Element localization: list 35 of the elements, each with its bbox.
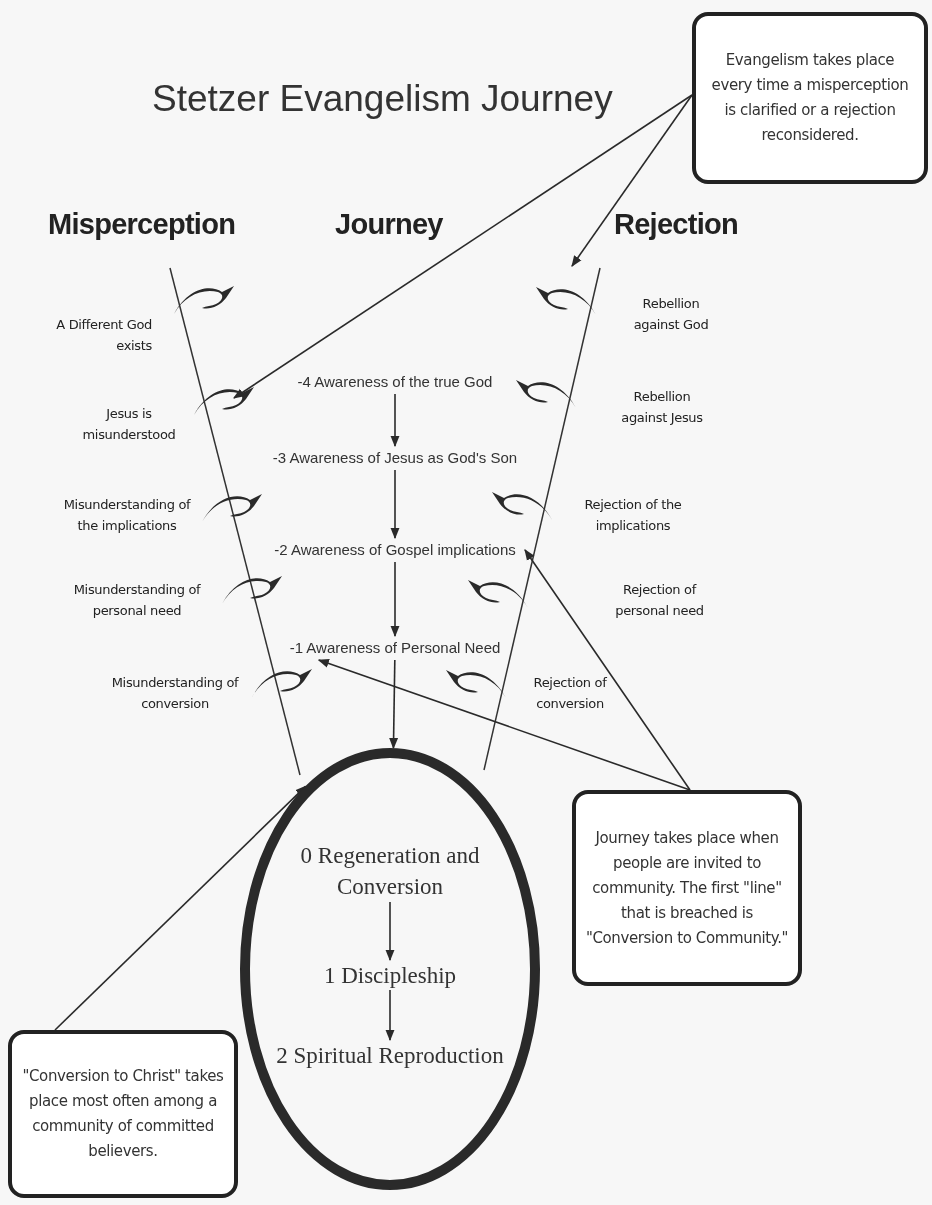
- side-label: Rebellion against Jesus: [620, 388, 704, 427]
- side-label: Misunderstanding of personal need: [72, 581, 202, 620]
- callout-box: "Conversion to Christ" takes place most often among a community of committed believers.: [8, 1030, 238, 1198]
- journey-step: -1 Awareness of Personal Need: [265, 636, 525, 660]
- callout-box: Evangelism takes place every time a misperception is clarified or a rejection reconsidered.: [692, 12, 928, 184]
- leader-arrow: [390, 561, 400, 638]
- column-heading: Journey: [335, 207, 444, 242]
- side-label: Rejection of conversion: [532, 674, 608, 713]
- column-heading: Misperception: [48, 207, 237, 242]
- leader-arrow: [233, 94, 693, 399]
- leader-arrow: [524, 549, 691, 791]
- side-label: Misunderstanding of conversion: [110, 674, 240, 713]
- journey-step: -4 Awareness of the true God: [265, 370, 525, 394]
- stage-text: 2 Spiritual Reproduction: [260, 1040, 520, 1071]
- side-label: Jesus is misunderstood: [81, 405, 177, 444]
- leader-arrow: [317, 659, 691, 791]
- side-label: A Different God exists: [55, 316, 152, 355]
- leader-arrow: [389, 659, 399, 750]
- journey-step: -3 Awareness of Jesus as God's Son: [265, 446, 525, 470]
- side-label: Rejection of personal need: [614, 581, 705, 620]
- journey-step: -2 Awareness of Gospel implications: [265, 538, 525, 562]
- leader-arrow: [390, 469, 400, 540]
- diagram-title: Stetzer Evangelism Journey: [152, 77, 613, 121]
- leader-arrow: [54, 785, 307, 1031]
- side-label: Rejection of the implications: [583, 496, 683, 535]
- leader-arrow: [390, 393, 400, 448]
- leader-arrow: [385, 989, 395, 1042]
- stage-text: 1 Discipleship: [280, 960, 500, 991]
- callout-box: Journey takes place when people are invited to community. The first "line" that is breached is "Conversion to Community.": [572, 790, 802, 986]
- leader-arrow: [571, 94, 693, 267]
- stage-text: 0 Regeneration and Conversion: [280, 840, 500, 902]
- side-label: Misunderstanding of the implications: [62, 496, 192, 535]
- leader-arrow: [385, 901, 395, 962]
- side-label: Rebellion against God: [632, 295, 710, 334]
- column-heading: Rejection: [614, 207, 739, 242]
